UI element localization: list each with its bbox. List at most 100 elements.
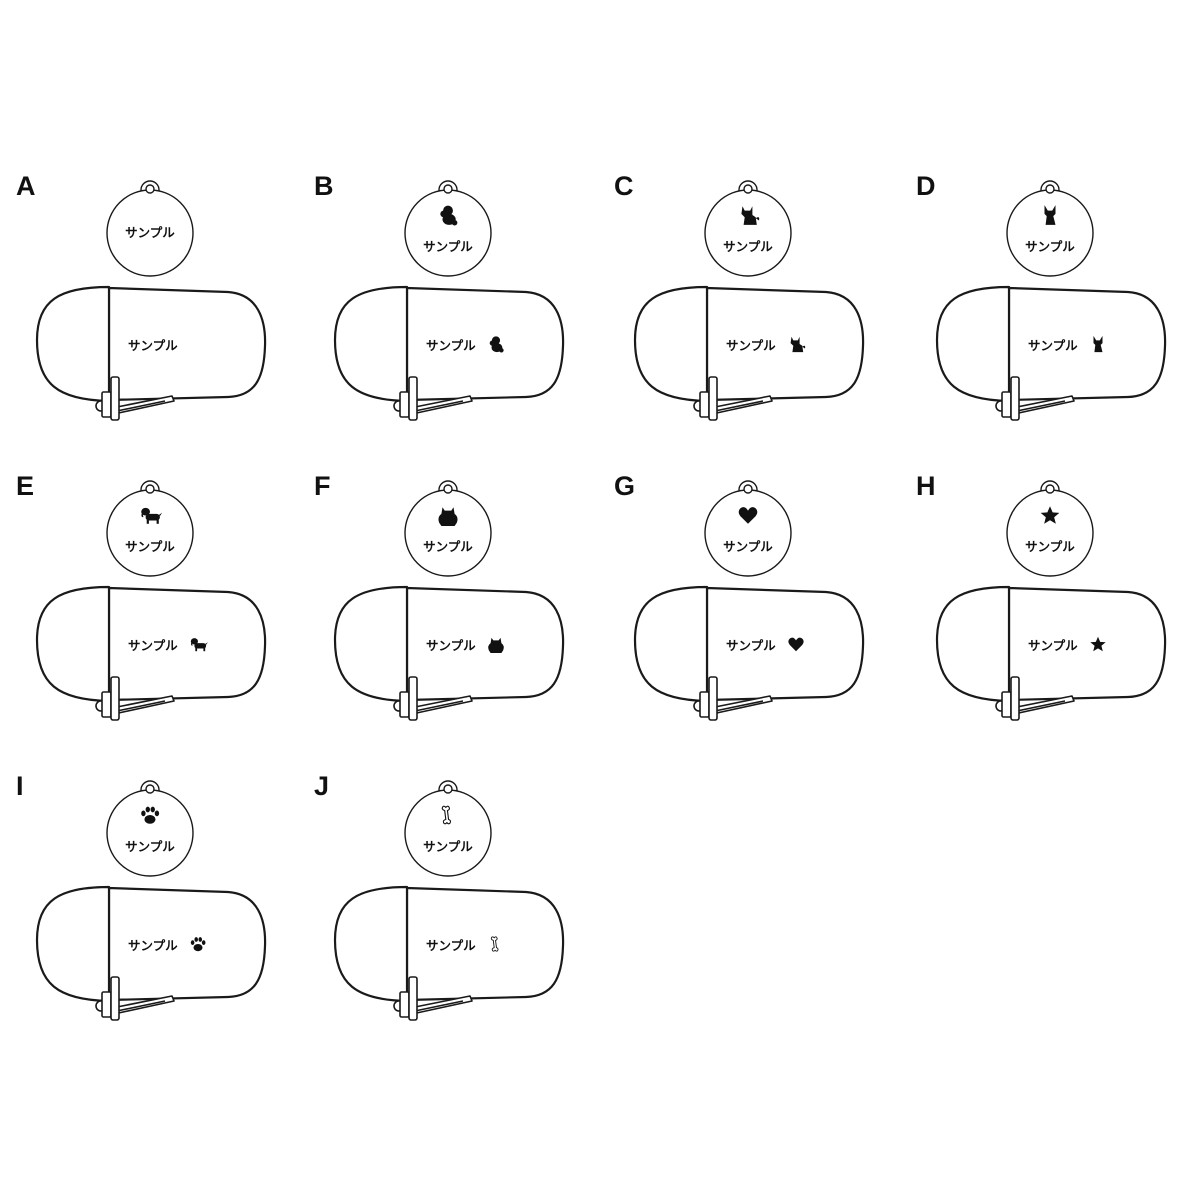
tag-disc — [404, 189, 492, 277]
strap-2 — [1011, 400, 1066, 413]
clip-back — [399, 691, 410, 718]
tag-hole — [145, 784, 155, 794]
case-left-cap — [35, 585, 111, 703]
clip-back — [101, 391, 112, 418]
star-case-icon — [1090, 636, 1106, 652]
strap-2 — [1011, 700, 1066, 713]
design-option-d[interactable]: D サンプル サンプル — [900, 160, 1200, 460]
clip-front — [1010, 376, 1020, 421]
clip-front — [110, 976, 120, 1021]
strap-2 — [111, 1000, 166, 1013]
strap-2 — [409, 1000, 464, 1013]
pouch-case — [333, 885, 565, 1021]
clip-front — [110, 676, 120, 721]
case-right-body — [405, 586, 565, 702]
option-letter: B — [314, 171, 334, 201]
tag-disc — [1006, 189, 1094, 277]
strap-2 — [709, 700, 764, 713]
case-left-cap — [633, 285, 709, 403]
case-right-body — [705, 586, 865, 702]
design-option-a[interactable]: A サンプル サンプル — [0, 160, 300, 460]
option-letter: E — [16, 471, 34, 501]
name-tag — [404, 480, 492, 577]
tag-hole — [443, 484, 453, 494]
clip-front — [110, 376, 120, 421]
case-left-cap — [935, 585, 1011, 703]
case-right-body — [1007, 286, 1167, 402]
shiba-case-icon — [790, 336, 806, 353]
case-right-body — [405, 886, 565, 1002]
strap-2 — [709, 400, 764, 413]
tag-text: サンプル — [125, 225, 175, 240]
tag-disc — [404, 789, 492, 877]
name-tag — [704, 180, 792, 277]
clip-back — [101, 691, 112, 718]
design-option-f[interactable]: F サンプル サンプル — [298, 460, 598, 760]
case-right-body — [107, 286, 267, 402]
tag-text: サンプル — [723, 539, 773, 554]
case-left-cap — [333, 285, 409, 403]
tag-disc — [404, 489, 492, 577]
strap-2 — [111, 700, 166, 713]
name-tag — [1006, 180, 1094, 277]
case-text: サンプル — [426, 638, 476, 653]
tag-text: サンプル — [423, 239, 473, 254]
design-option-b[interactable]: B サンプル サンプル — [298, 160, 598, 460]
clip-front — [408, 376, 418, 421]
case-right-body — [107, 586, 267, 702]
strap-2 — [111, 400, 166, 413]
tag-disc — [1006, 489, 1094, 577]
clip-front — [408, 676, 418, 721]
case-text: サンプル — [1028, 638, 1078, 653]
design-option-i[interactable]: I サンプル サンプル — [0, 760, 300, 1060]
pomeranian-case-icon — [488, 637, 504, 653]
case-right-body — [107, 886, 267, 1002]
case-left-cap — [35, 285, 111, 403]
paw-tag-icon — [141, 806, 160, 824]
design-option-j[interactable]: J サンプル サンプル — [298, 760, 598, 1060]
pouch-case — [333, 285, 565, 421]
tag-hole — [443, 184, 453, 194]
tag-text: サンプル — [125, 539, 175, 554]
clip-back — [399, 391, 410, 418]
option-letter: I — [16, 771, 24, 801]
case-text: サンプル — [128, 638, 178, 653]
design-option-c[interactable]: C サンプル サンプル — [598, 160, 898, 460]
option-letter: C — [614, 171, 634, 201]
tag-disc — [704, 489, 792, 577]
tag-disc — [704, 189, 792, 277]
pouch-case — [35, 585, 267, 721]
heart-case-icon — [788, 637, 804, 652]
strap-2 — [409, 400, 464, 413]
bone-case-icon — [490, 936, 499, 952]
shiba-tag-icon — [741, 206, 760, 225]
option-letter: F — [314, 471, 331, 501]
paw-case-icon — [190, 937, 206, 952]
dachshund-tag-icon — [141, 507, 163, 524]
pouch-case — [633, 285, 865, 421]
tag-hole — [443, 784, 453, 794]
design-option-h[interactable]: H サンプル サンプル — [900, 460, 1200, 760]
case-right-body — [405, 286, 565, 402]
bone-tag-icon — [441, 805, 452, 825]
clip-back — [101, 991, 112, 1018]
design-option-e[interactable]: E サンプル サンプル — [0, 460, 300, 760]
tag-hole — [145, 184, 155, 194]
name-tag — [106, 480, 194, 577]
tag-hole — [145, 484, 155, 494]
name-tag — [404, 780, 492, 877]
tag-hole — [743, 184, 753, 194]
pouch-case — [935, 585, 1167, 721]
pouch-case — [333, 585, 565, 721]
pouch-case — [35, 285, 267, 421]
name-tag — [404, 180, 492, 277]
tag-text: サンプル — [1025, 239, 1075, 254]
case-left-cap — [35, 885, 111, 1003]
case-text: サンプル — [426, 338, 476, 353]
case-text: サンプル — [726, 638, 776, 653]
option-letter: D — [916, 171, 936, 201]
design-option-g[interactable]: G サンプル サンプル — [598, 460, 898, 760]
tag-text: サンプル — [723, 239, 773, 254]
clip-front — [708, 376, 718, 421]
name-tag — [106, 180, 194, 277]
